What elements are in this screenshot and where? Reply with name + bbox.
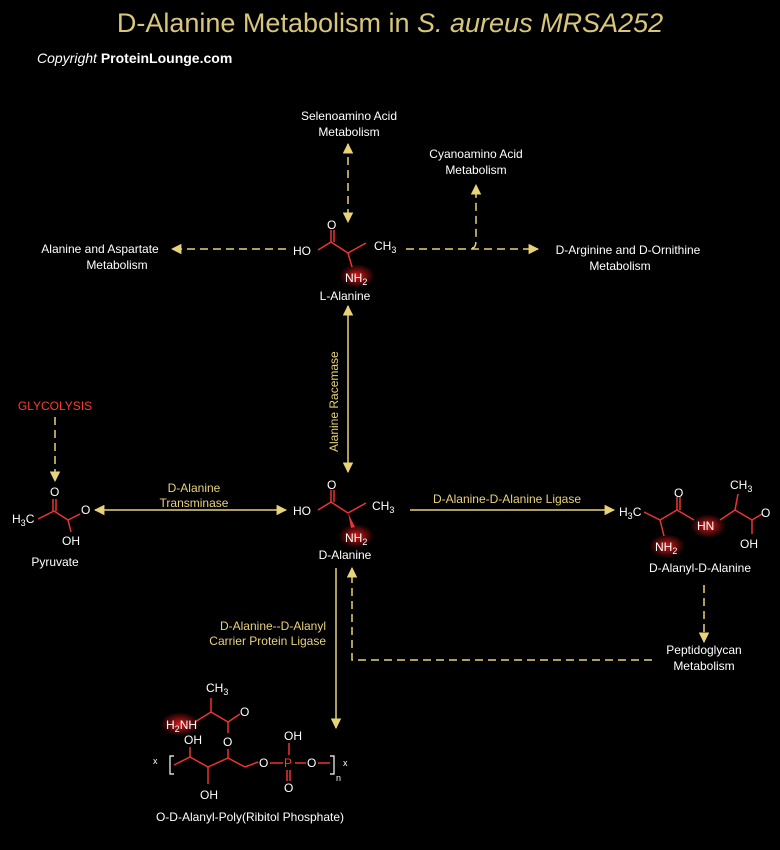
svg-text:H3C: H3C — [619, 505, 642, 521]
svg-text:OH: OH — [200, 788, 218, 802]
svg-text:NH2: NH2 — [345, 271, 367, 287]
d-alanyl-d-alanine-label[interactable]: D-Alanyl-D-Alanine — [649, 561, 751, 575]
cyanoamino-arrow — [470, 183, 482, 249]
svg-text:O: O — [327, 478, 336, 492]
svg-text:CH3: CH3 — [206, 681, 228, 697]
cyanoamino-metabolism-link[interactable]: Cyanoamino Acid — [429, 147, 522, 161]
page-title: D-Alanine Metabolism in S. aureus MRSA25… — [117, 8, 663, 38]
peptidoglycan-return-arrow — [346, 566, 652, 661]
svg-text:O: O — [307, 756, 316, 770]
transaminase-label[interactable]: D-Alanine — [168, 481, 221, 495]
svg-text:HO: HO — [293, 244, 311, 258]
pyruvate-label[interactable]: Pyruvate — [31, 555, 79, 569]
svg-text:OH: OH — [740, 537, 758, 551]
svg-text:HN: HN — [697, 519, 714, 533]
svg-text:OH: OH — [62, 534, 80, 548]
svg-text:n: n — [336, 773, 341, 783]
svg-text:O: O — [50, 485, 59, 499]
svg-text:CH3: CH3 — [372, 499, 394, 515]
svg-text:NH2: NH2 — [655, 540, 677, 556]
svg-text:HO: HO — [293, 504, 311, 518]
svg-text:O: O — [674, 486, 683, 500]
svg-text:x: x — [343, 758, 348, 768]
svg-text:O: O — [81, 503, 90, 517]
svg-text:O: O — [240, 705, 249, 719]
alanine-aspartate-metabolism-link-line2[interactable]: Metabolism — [86, 258, 147, 272]
peptidoglycan-metabolism-link-line2[interactable]: Metabolism — [673, 659, 734, 673]
svg-text:O: O — [761, 506, 770, 520]
transaminase-label-line2[interactable]: Transminase — [160, 496, 229, 510]
carrier-ligase-label[interactable]: D-Alanine--D-Alanyl — [220, 619, 326, 633]
arginine-ornithine-metabolism-link[interactable]: D-Arginine and D-Ornithine — [556, 243, 701, 257]
svg-text:OH: OH — [184, 733, 202, 747]
alanine-aspartate-metabolism-link[interactable]: Alanine and Aspartate — [41, 242, 159, 256]
d-alanine-label[interactable]: D-Alanine — [319, 548, 372, 562]
cyanoamino-metabolism-link-line2[interactable]: Metabolism — [445, 163, 506, 177]
peptidoglycan-metabolism-link[interactable]: Peptidoglycan — [666, 643, 741, 657]
l-alanine-label[interactable]: L-Alanine — [320, 289, 371, 303]
svg-text:CH3: CH3 — [374, 239, 396, 255]
svg-text:O: O — [259, 756, 268, 770]
svg-text:H3C: H3C — [12, 512, 35, 528]
svg-text:x: x — [153, 756, 158, 766]
poly-ribitol-label[interactable]: O-D-Alanyl-Poly(Ribitol Phosphate) — [156, 810, 344, 824]
svg-text:O: O — [284, 781, 293, 795]
svg-text:OH: OH — [284, 729, 302, 743]
dala-dala-ligase-label[interactable]: D-Alanine-D-Alanine Ligase — [433, 492, 581, 506]
l-alanine-structure: HO O CH3 NH2 — [293, 218, 396, 288]
svg-text:CH3: CH3 — [730, 478, 752, 494]
alanine-racemase-label[interactable]: Alanine Racemase — [327, 351, 341, 452]
arginine-ornithine-metabolism-link-line2[interactable]: Metabolism — [589, 259, 650, 273]
copyright-text: Copyright ProteinLounge.com — [37, 50, 232, 66]
glycolysis-link[interactable]: GLYCOLYSIS — [18, 399, 92, 413]
d-alanine-structure: HO O CH3 NH2 — [293, 478, 394, 548]
svg-text:H2NH: H2NH — [166, 718, 197, 734]
svg-text:P: P — [284, 756, 292, 770]
pyruvate-structure: O H3C O OH — [12, 485, 90, 548]
svg-text:O: O — [327, 218, 336, 232]
svg-text:O: O — [223, 735, 232, 749]
svg-text:NH2: NH2 — [345, 531, 367, 547]
d-alanyl-d-alanine-structure: H3C O HN CH3 O OH NH2 — [619, 478, 770, 558]
poly-ribitol-structure: CH3 H2NH O O x OH OH O P OH O O n x — [153, 681, 348, 802]
selenoamino-metabolism-link[interactable]: Selenoamino Acid — [301, 109, 397, 123]
selenoamino-metabolism-link-line2[interactable]: Metabolism — [318, 125, 379, 139]
carrier-ligase-label-line2[interactable]: Carrier Protein Ligase — [209, 634, 326, 648]
